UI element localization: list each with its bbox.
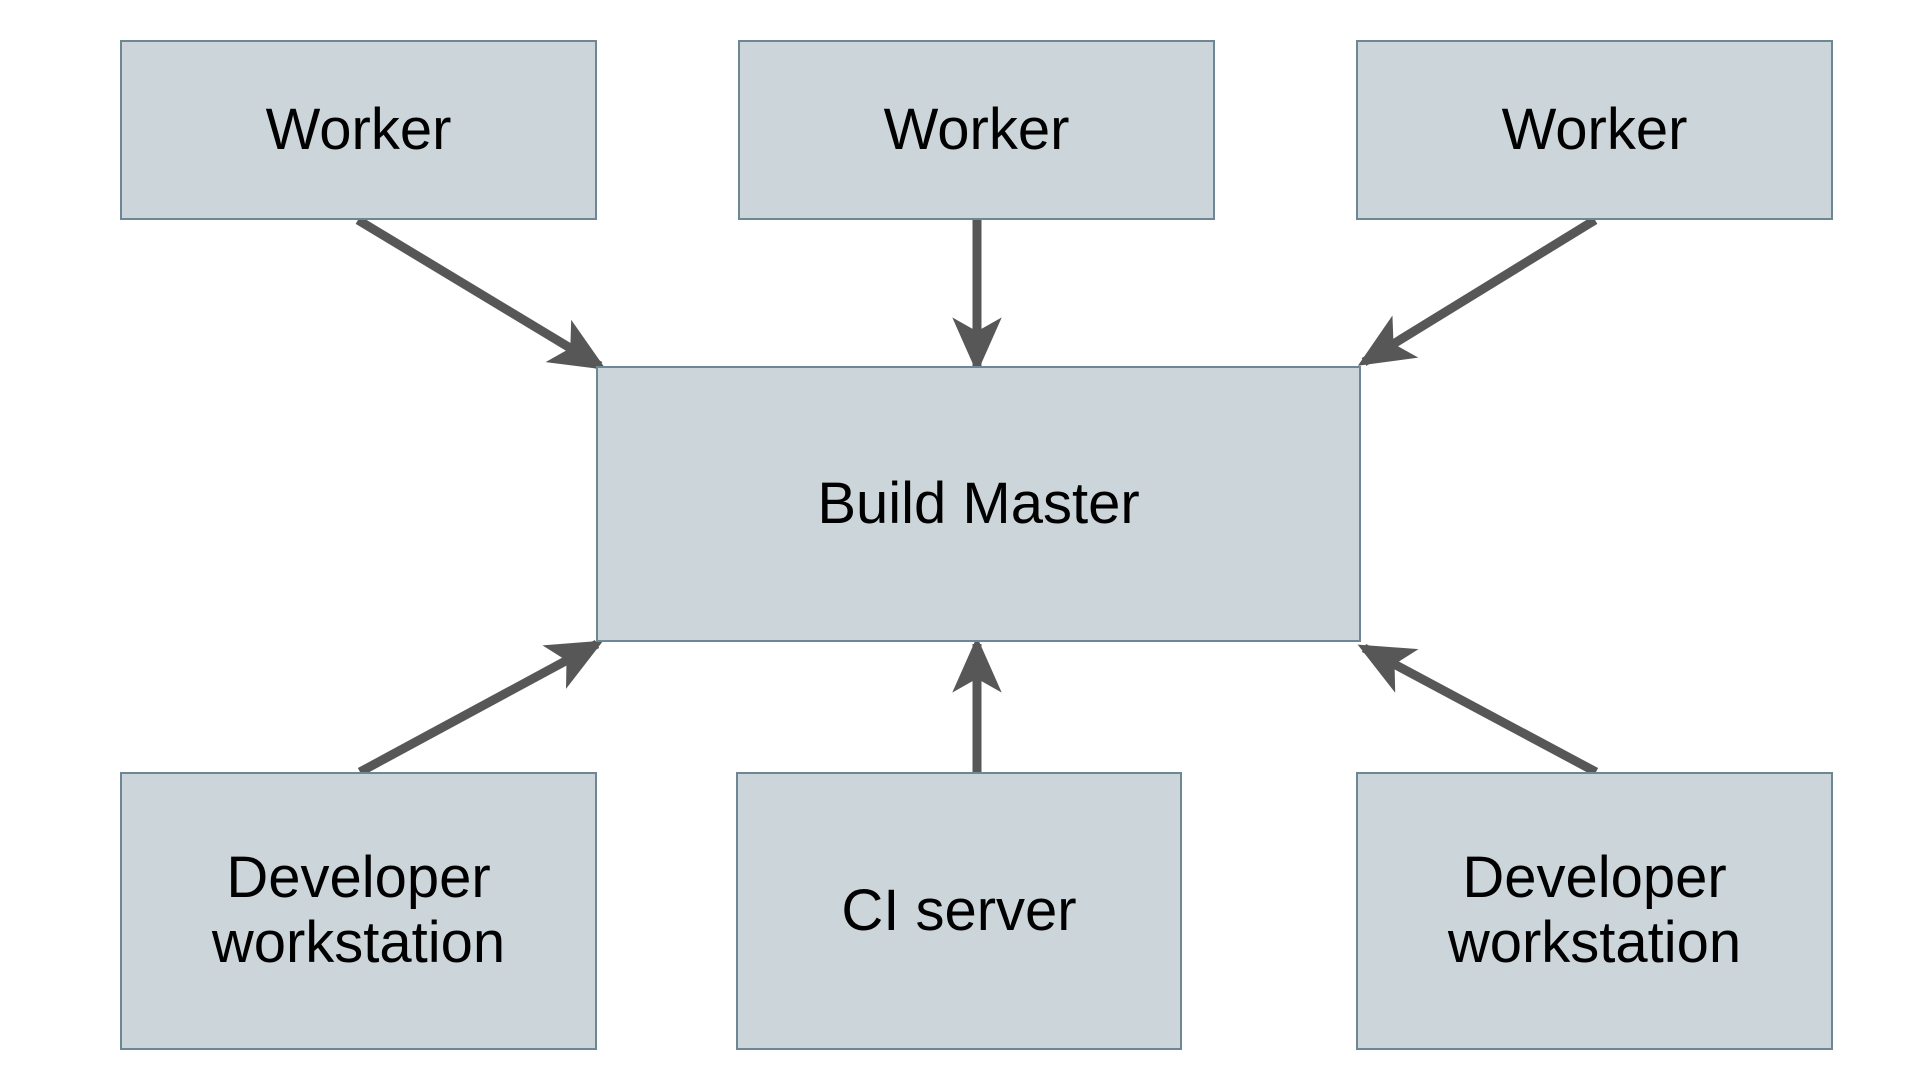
node-developer-workstation-1[interactable]: Developer workstation	[120, 772, 597, 1050]
node-developer-workstation-2-label: Developer workstation	[1447, 845, 1742, 975]
node-worker-2[interactable]: Worker	[738, 40, 1215, 220]
node-worker-3-label: Worker	[1501, 96, 1688, 162]
node-worker-2-label: Worker	[883, 96, 1070, 162]
node-build-master[interactable]: Build Master	[596, 366, 1361, 642]
node-developer-workstation-1-label: Developer workstation	[211, 845, 506, 975]
node-worker-1-label: Worker	[265, 96, 452, 162]
node-ci-server-label: CI server	[841, 877, 1077, 943]
edge-worker3-to-master	[1357, 216, 1598, 366]
node-developer-workstation-2[interactable]: Developer workstation	[1356, 772, 1833, 1050]
node-worker-1[interactable]: Worker	[120, 40, 597, 220]
edge-developer-workstation-2-to-master	[1357, 644, 1599, 776]
node-build-master-label: Build Master	[817, 470, 1140, 536]
edge-worker1-to-master	[355, 216, 607, 370]
edge-developer-workstation-1-to-master	[357, 640, 604, 776]
node-ci-server[interactable]: CI server	[736, 772, 1182, 1050]
node-worker-3[interactable]: Worker	[1356, 40, 1833, 220]
